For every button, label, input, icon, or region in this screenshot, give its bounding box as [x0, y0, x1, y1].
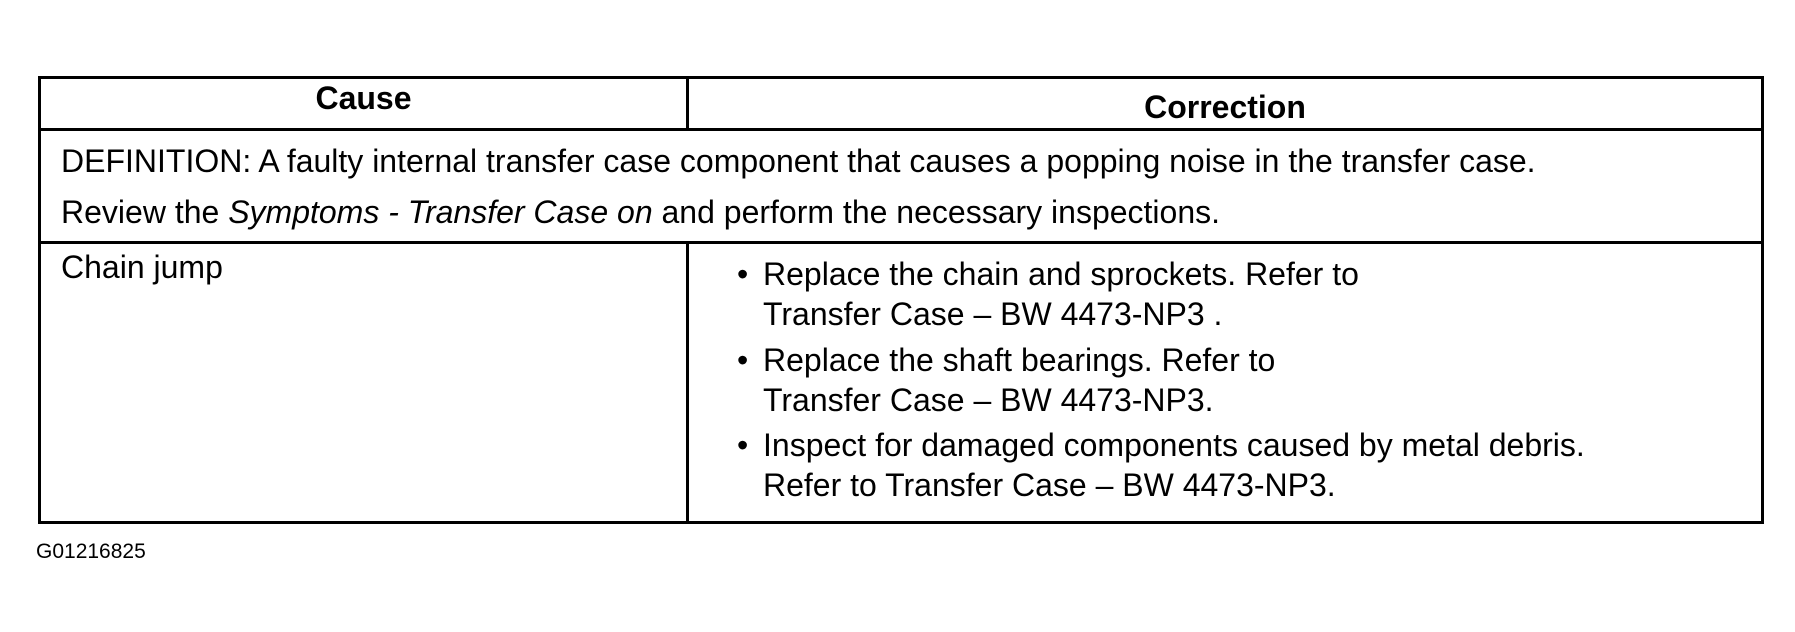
- table-row: Chain jump • Replace the chain and sproc…: [41, 244, 1761, 521]
- header-correction: Correction: [1144, 89, 1306, 125]
- figure-id: G01216825: [36, 540, 146, 563]
- correction-cell: • Replace the chain and sprockets. Refer…: [689, 244, 1761, 521]
- diagnostic-table: Cause Correction DEFINITION: A faulty in…: [38, 76, 1764, 524]
- cause-text: Chain jump: [61, 249, 223, 285]
- correction-reference: Transfer Case – BW 4473-NP3 .: [763, 296, 1223, 332]
- definition-row: DEFINITION: A faulty internal transfer c…: [41, 131, 1761, 244]
- header-cause: Cause: [41, 79, 689, 128]
- symptoms-link-text: Symptoms - Transfer Case on: [228, 194, 653, 230]
- review-text: Review the Symptoms - Transfer Case on a…: [61, 194, 1220, 231]
- correction-line: Inspect for damaged components caused by…: [763, 427, 1585, 463]
- bullet-icon: •: [737, 427, 749, 463]
- cause-cell: Chain jump: [41, 244, 689, 521]
- correction-reference: Refer to Transfer Case – BW 4473-NP3.: [763, 467, 1336, 503]
- correction-line: Replace the shaft bearings. Refer to: [763, 342, 1276, 378]
- definition-text: DEFINITION: A faulty internal transfer c…: [61, 143, 1536, 179]
- table-header-row: Cause Correction: [41, 79, 1761, 131]
- review-suffix: and perform the necessary inspections.: [652, 194, 1221, 230]
- bullet-icon: •: [737, 256, 749, 292]
- correction-line: Replace the chain and sprockets. Refer t…: [763, 256, 1359, 292]
- bullet-icon: •: [737, 342, 749, 378]
- review-prefix: Review the: [61, 194, 229, 230]
- correction-reference: Transfer Case – BW 4473-NP3.: [763, 382, 1214, 418]
